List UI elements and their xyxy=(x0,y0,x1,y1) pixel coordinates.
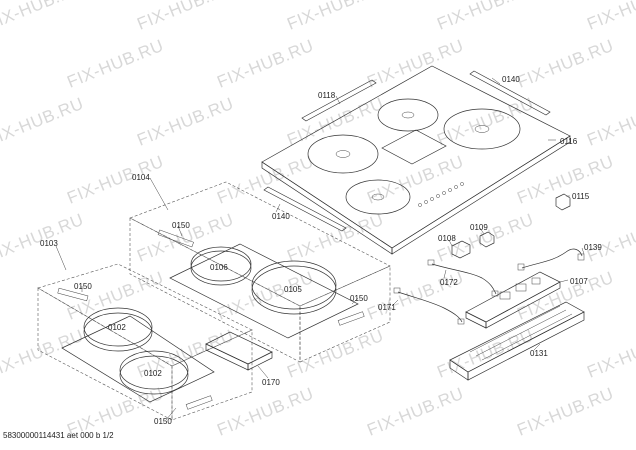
watermark-text: FIX-HUB.RU xyxy=(514,36,616,92)
label-0140-top: 0140 xyxy=(502,75,520,84)
label-0139: 0139 xyxy=(584,243,602,252)
watermark-text: FIX-HUB.RU xyxy=(284,326,386,382)
watermark-text: FIX-HUB.RU xyxy=(364,36,466,92)
housing-tray-0131 xyxy=(449,301,585,381)
label-0104: 0104 xyxy=(132,173,150,182)
watermark-text: FIX-HUB.RU xyxy=(0,326,86,382)
watermark-text: FIX-HUB.RU xyxy=(434,0,536,34)
watermark-text: FIX-HUB.RU xyxy=(284,94,386,150)
lower-coil-group-frame xyxy=(37,263,253,421)
watermark-text: FIX-HUB.RU xyxy=(514,152,616,208)
label-0172: 0172 xyxy=(440,278,458,287)
watermark-text: FIX-HUB.RU xyxy=(584,326,636,382)
label-0118: 0118 xyxy=(318,91,336,100)
label-0116: 0116 xyxy=(560,137,578,146)
glass-cooktop xyxy=(261,65,571,255)
label-0150-bottom: 0150 xyxy=(154,417,172,426)
cable-0139 xyxy=(517,248,585,271)
label-0150-upper: 0150 xyxy=(172,221,190,230)
watermark-text: FIX-HUB.RU xyxy=(434,94,536,150)
watermark-text: FIX-HUB.RU xyxy=(134,0,236,34)
label-0150-lower-left: 0150 xyxy=(74,282,92,291)
label-0131: 0131 xyxy=(530,349,548,358)
label-0115: 0115 xyxy=(572,192,590,201)
label-0108: 0108 xyxy=(438,234,456,243)
label-0140-bottom: 0140 xyxy=(272,212,290,221)
watermark-text: FIX-HUB.RU xyxy=(584,210,636,266)
upper-coil-carrier xyxy=(157,229,365,339)
watermark-text: FIX-HUB.RU xyxy=(0,0,86,34)
upper-coil-group-frame xyxy=(129,181,391,363)
label-0171: 0171 xyxy=(378,303,396,312)
label-0103: 0103 xyxy=(40,239,58,248)
part-labels: 0118 0140 0116 0104 0140 0115 0150 0108 … xyxy=(40,75,602,426)
label-0102-upper: 0102 xyxy=(108,323,126,332)
watermark-text: FIX-HUB.RU xyxy=(64,36,166,92)
component-0109 xyxy=(479,231,495,248)
component-0115 xyxy=(555,193,571,211)
leader-lines xyxy=(55,77,585,421)
label-0109: 0109 xyxy=(470,223,488,232)
watermark-text: FIX-HUB.RU xyxy=(0,210,86,266)
watermark-text: FIX-HUB.RU xyxy=(134,210,236,266)
watermark-text: FIX-HUB.RU xyxy=(584,0,636,34)
watermark-text: FIX-HUB.RU xyxy=(364,384,466,440)
frame-strip-top-left xyxy=(301,79,377,122)
watermark-text: FIX-HUB.RU xyxy=(584,94,636,150)
watermark-text: FIX-HUB.RU xyxy=(514,384,616,440)
coil-module-0170 xyxy=(205,331,273,371)
label-0102-lower: 0102 xyxy=(144,369,162,378)
watermark-text: FIX-HUB.RU xyxy=(214,36,316,92)
label-0106: 0106 xyxy=(210,263,228,272)
document-code: 58300000114431 aet 000 b 1/2 xyxy=(3,431,114,440)
label-0170: 0170 xyxy=(262,378,280,387)
watermark-text: FIX-HUB.RU xyxy=(284,0,386,34)
watermark-text: FIX-HUB.RU xyxy=(514,268,616,324)
watermark-text: FIX-HUB.RU xyxy=(214,384,316,440)
cable-0171 xyxy=(393,287,465,325)
watermark-text: FIX-HUB.RU xyxy=(0,94,86,150)
component-0108 xyxy=(451,240,471,259)
lower-coil-carrier xyxy=(57,287,215,410)
frame-strip-top-right xyxy=(469,70,551,116)
frame-strip-bottom xyxy=(263,186,347,232)
label-0107: 0107 xyxy=(570,277,588,286)
watermark-text: FIX-HUB.RU xyxy=(434,326,536,382)
label-0150-right: 0150 xyxy=(350,294,368,303)
watermark-text: FIX-HUB.RU xyxy=(214,268,316,324)
watermark-text: FIX-HUB.RU xyxy=(134,94,236,150)
watermark-text: FIX-HUB.RU xyxy=(64,268,166,324)
label-0105: 0105 xyxy=(284,285,302,294)
watermark-text: FIX-HUB.RU xyxy=(364,268,466,324)
